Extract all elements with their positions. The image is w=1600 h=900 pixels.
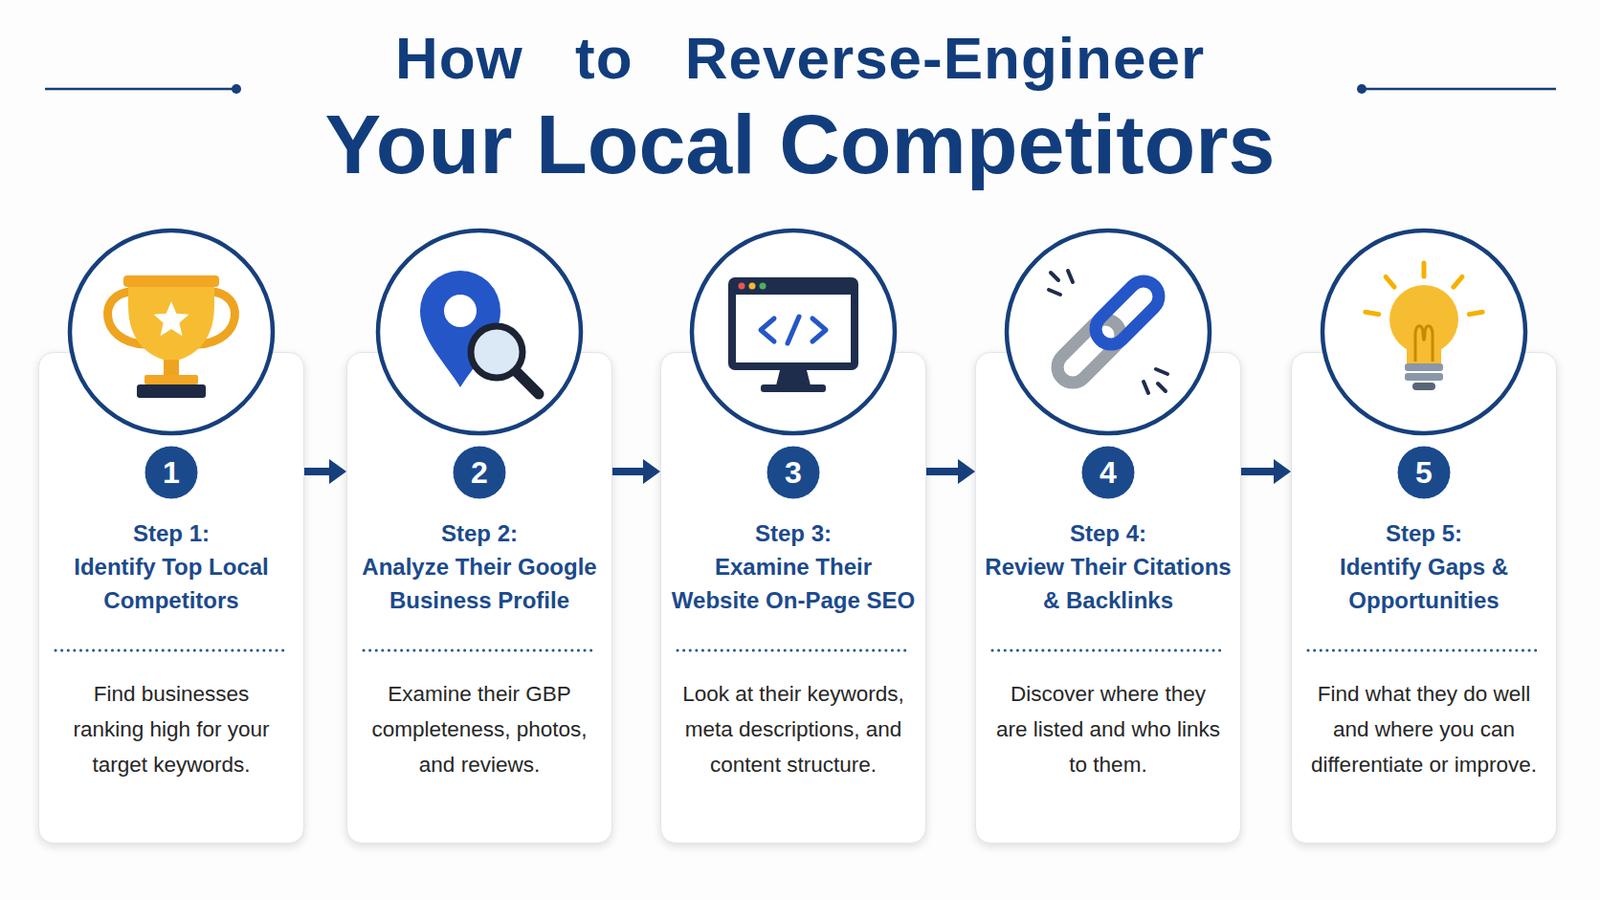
window-dot: [738, 283, 746, 290]
bulb-glass: [1389, 285, 1459, 355]
flow-arrow: [1241, 459, 1291, 485]
trophy-handle: [198, 291, 235, 345]
light-ray: [1385, 277, 1395, 289]
step-number-badge: 1: [143, 444, 200, 501]
arrow-shaft: [1241, 467, 1278, 476]
step-heading: Step 5:Identify Gaps & Opportunities: [1299, 516, 1549, 618]
step-title: Review Their Citations & Backlinks: [983, 550, 1233, 618]
flow-arrow: [304, 459, 347, 485]
light-ray: [1453, 277, 1463, 289]
spark-line: [1067, 270, 1073, 283]
step-card: Step 2:Analyze Their Google Business Pro…: [346, 352, 613, 845]
flow-arrow: [612, 459, 661, 485]
arrow-head: [643, 459, 661, 485]
arrow-head: [957, 459, 976, 485]
arrow-shaft: [612, 467, 647, 476]
step-heading: Step 2:Analyze Their Google Business Pro…: [355, 516, 604, 618]
step-number-badge: 4: [1080, 444, 1136, 501]
trophy-cup: [128, 282, 215, 362]
badge-circle: [452, 445, 507, 500]
step-description: Find what they do well and where you can…: [1311, 676, 1537, 783]
step-label: Step 2:: [355, 516, 604, 551]
step-number: 3: [765, 444, 822, 501]
step-title: Examine Their Website On-Page SEO: [668, 550, 918, 618]
step-title: Analyze Their Google Business Profile: [355, 550, 604, 618]
code-bracket: [760, 318, 775, 342]
badge-circle: [144, 445, 199, 500]
light-ray: [1468, 311, 1483, 314]
step-heading: Step 3:Examine Their Website On-Page SEO: [668, 516, 918, 618]
step-label: Step 5:: [1299, 516, 1549, 551]
step-number-badge: 5: [1396, 444, 1452, 501]
step-number: 4: [1080, 444, 1136, 501]
code-slash: [787, 316, 800, 344]
trophy-handle: [108, 291, 145, 345]
arrow-head: [329, 459, 347, 485]
title-rule: [44, 88, 235, 91]
step-label: Step 3:: [668, 516, 918, 551]
step-description: Find businesses ranking high for your ta…: [58, 676, 285, 783]
step-title: Identify Top Local Competitors: [46, 550, 296, 618]
step-heading: Step 4:Review Their Citations & Backlink…: [983, 516, 1233, 618]
step-card: Step 3:Examine Their Website On-Page SEO…: [660, 352, 927, 845]
arrow-shaft: [926, 467, 962, 476]
light-rays: [1365, 263, 1483, 315]
step-description: Look at their keywords, meta description…: [680, 676, 907, 783]
flow-arrow: [926, 459, 976, 485]
badge-circle: [1397, 445, 1451, 500]
step-label: Step 1:: [46, 516, 296, 551]
step-number: 1: [143, 444, 200, 501]
title-rule-dot: [1356, 84, 1367, 94]
code-symbol: [760, 316, 826, 344]
chain-link: [1088, 274, 1165, 351]
light-ray: [1365, 311, 1379, 314]
step-number: 5: [1396, 444, 1452, 501]
title-rule-dot: [231, 84, 242, 94]
title: How to Reverse-Engineer Your Local Compe…: [313, 15, 1287, 188]
arrow-shaft: [304, 467, 334, 476]
code-bracket: [812, 318, 826, 342]
step-description: Examine their GBP completeness, photos, …: [366, 676, 593, 783]
step-label: Step 4:: [983, 516, 1233, 551]
map-pin-hole: [444, 294, 477, 328]
step-card: Step 4:Review Their Citations & Backlink…: [975, 352, 1242, 845]
step-heading: Step 1:Identify Top Local Competitors: [46, 516, 296, 618]
badge-circle: [1081, 445, 1135, 500]
step-number-badge: 3: [765, 444, 822, 501]
step-card: Step 1:Identify Top Local CompetitorsFin…: [38, 352, 305, 845]
light-ray: [1422, 263, 1427, 277]
step-number: 2: [451, 444, 508, 501]
title-rule: [1363, 88, 1556, 91]
step-number-badge: 2: [451, 444, 508, 501]
arrow-head: [1273, 459, 1291, 485]
trophy-rim: [123, 275, 220, 288]
window-dot: [759, 283, 767, 290]
spark-line: [1048, 289, 1061, 295]
badge-circle: [766, 445, 821, 500]
window-dot: [749, 283, 756, 290]
spark-line: [1050, 272, 1059, 281]
trophy-star: [154, 301, 190, 336]
step-description: Discover where they are listed and who l…: [995, 676, 1222, 783]
step-card: Step 5:Identify Gaps & OpportunitiesFind…: [1290, 352, 1557, 845]
step-title: Identify Gaps & Opportunities: [1299, 550, 1549, 618]
